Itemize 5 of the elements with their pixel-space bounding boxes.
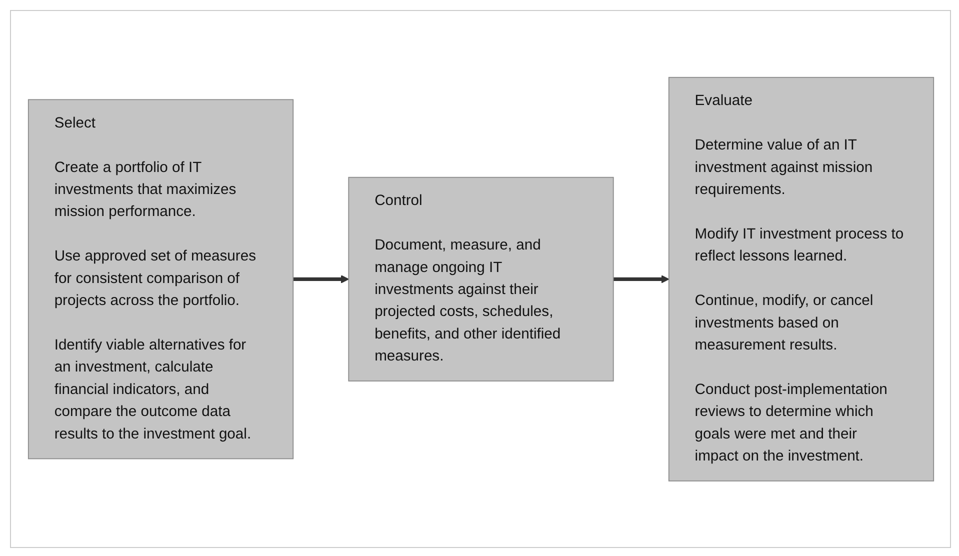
node-box: Evaluate Determine value of an IT investment against mission requirements. Modify IT investment process to reflect lessons learned. Continue, modify, or cancel investments based on measurement results. Conduct post-implementation reviews to determine which goals were met and their impact on the investment. [668, 76, 934, 482]
node-box: Select Create a portfolio of IT investments that maximizes mission performance. Use approved set of measures for consistent comparison of projects across the portfolio. Identify viable alternatives for an investment, calculate financial indicators, and compare the outcome data results to the investment goal. [27, 98, 294, 460]
arrow [612, 274, 669, 284]
node-box: Control Document, measure, and manage ongoing IT investments against their projected costs, schedules, benefits, and other identified measures. [348, 176, 614, 382]
arrow [292, 274, 349, 284]
